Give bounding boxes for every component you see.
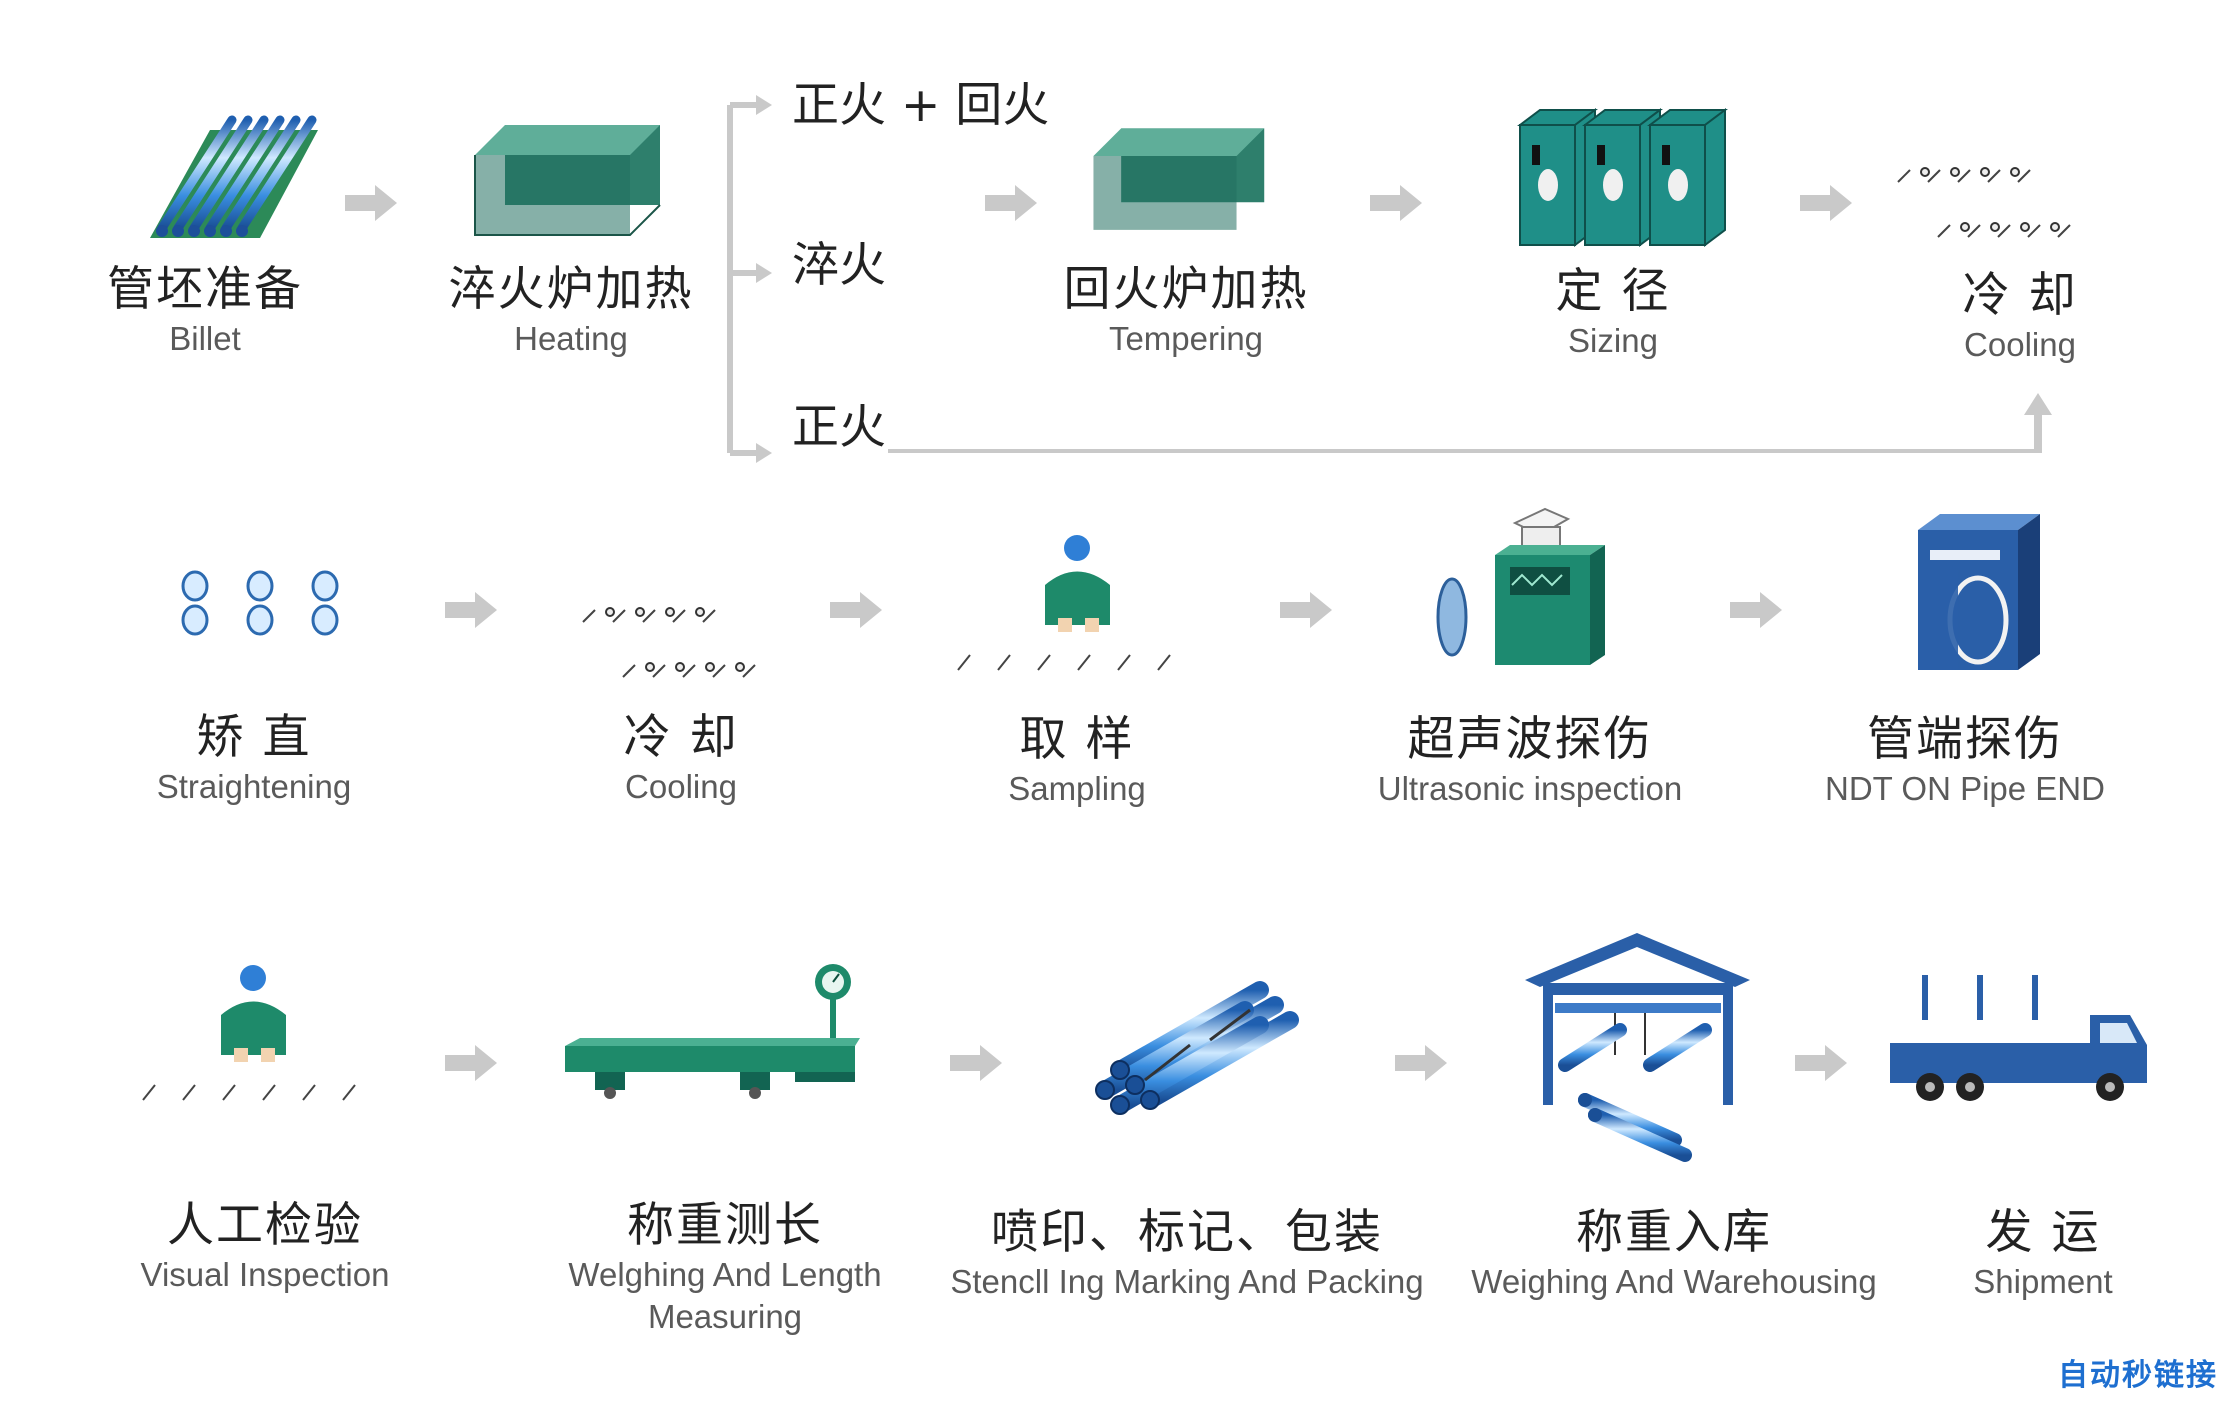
step-label-zh: 管坯准备 <box>107 262 303 317</box>
step-label-zh: 称重入库 <box>1576 1205 1772 1260</box>
step-label-en: Straightening <box>156 768 352 805</box>
step-label-en: Heating <box>514 320 628 357</box>
pipe-bundle-icon <box>1095 981 1299 1115</box>
step-label-en: Stencll Ing Marking And Packing <box>950 1263 1424 1300</box>
flow-arrow <box>1280 592 1332 628</box>
warehouse-crane-icon <box>1525 933 1750 1162</box>
step-pipe-end-ndt: 管端探伤 NDT ON Pipe END <box>1705 712 2225 810</box>
straightener-icon <box>123 570 359 636</box>
step-shipment: 发 运 Shipment <box>1783 1205 2238 1303</box>
flow-arrow <box>345 185 397 221</box>
billet-icon <box>150 115 318 238</box>
temper-furnace-icon <box>1078 128 1310 230</box>
watermark-logo: 自动秒链接 <box>2058 1358 2218 1393</box>
step-label-zh: 定 径 <box>1555 264 1671 319</box>
step-label-zh: 淬火炉加热 <box>448 262 694 317</box>
flow-arrow <box>830 592 882 628</box>
ultrasonic-tester-icon <box>1388 507 1638 665</box>
step-label-zh: 回火炉加热 <box>1063 262 1309 317</box>
step-label-en: Visual Inspection <box>140 1256 390 1293</box>
flow-arrow <box>1795 1045 1847 1081</box>
step-ultrasonic: 超声波探伤 Ultrasonic inspection <box>1270 712 1790 810</box>
branch-quench: 淬火 <box>792 238 886 293</box>
flow-arrow <box>1730 592 1782 628</box>
step-label-en: Tempering <box>1108 320 1264 357</box>
step-weighing-length: 称重测长 Welghing And Length Measuring <box>465 1198 985 1338</box>
step-label-en: Ultrasonic inspection <box>1377 770 1683 807</box>
step-label-en: Shipment <box>1973 1263 2113 1300</box>
flow-arrow <box>1800 185 1852 221</box>
step-cooling-1: 冷 却 Cooling <box>1760 268 2238 366</box>
branch-connector <box>727 95 2052 463</box>
step-heating: 淬火炉加热 Heating <box>311 262 831 360</box>
step-label-zh: 冷 却 <box>623 710 739 765</box>
step-label-en: Sizing <box>1568 322 1658 359</box>
flow-arrow <box>1395 1045 1447 1081</box>
step-label-zh: 发 运 <box>1985 1205 2101 1260</box>
step-stencil-packing: 喷印、标记、包装 Stencll Ing Marking And Packing <box>927 1205 1447 1303</box>
cooling-bed-icon <box>564 582 796 678</box>
sizing-mill-icon <box>1485 108 1765 247</box>
step-label-en-line2: Measuring <box>647 1298 803 1335</box>
step-label-zh: 取 样 <box>1019 712 1135 767</box>
step-label-zh: 超声波探伤 <box>1407 712 1653 767</box>
flow-arrow <box>445 592 497 628</box>
truck-icon <box>1888 975 2147 1101</box>
step-billet: 管坯准备 Billet <box>0 262 465 360</box>
step-label-zh: 人工检验 <box>167 1198 363 1253</box>
step-visual-inspection: 人工检验 Visual Inspection <box>5 1198 525 1296</box>
branch-normalize: 正火 <box>792 400 886 455</box>
quench-furnace-icon <box>458 125 710 236</box>
worker-pipe-icon <box>120 965 390 1101</box>
cooling-bed-icon <box>1879 142 2111 238</box>
pipe-end-ndt-icon <box>1840 514 2092 670</box>
step-label-en: Cooling <box>1964 326 2076 363</box>
step-label-en: Welghing And Length <box>568 1256 882 1293</box>
step-label-zh: 喷印、标记、包装 <box>991 1205 1383 1260</box>
step-cooling-2: 冷 却 Cooling <box>421 710 941 808</box>
step-straightening: 矫 直 Straightening <box>0 710 514 808</box>
step-label-zh: 称重测长 <box>627 1198 823 1253</box>
step-sampling: 取 样 Sampling <box>817 712 1337 810</box>
flow-arrow <box>1370 185 1422 221</box>
branch-normalize-temper: 正火 + 回火 <box>792 78 1050 133</box>
step-label-zh: 管端探伤 <box>1867 712 2063 767</box>
step-label-en: Weighing And Warehousing <box>1471 1263 1877 1300</box>
step-weighing-warehousing: 称重入库 Weighing And Warehousing <box>1414 1205 1934 1303</box>
flow-arrow <box>985 185 1037 221</box>
weigh-scale-icon <box>565 964 860 1099</box>
flow-arrow <box>445 1045 497 1081</box>
step-tempering: 回火炉加热 Tempering <box>926 262 1446 360</box>
flow-arrow <box>950 1045 1002 1081</box>
step-label-en: Sampling <box>1008 770 1146 807</box>
step-label-en: Billet <box>169 320 241 357</box>
step-label-zh: 矫 直 <box>196 710 312 765</box>
step-label-en: NDT ON Pipe END <box>1825 770 2105 807</box>
step-label-zh: 冷 却 <box>1962 268 2078 323</box>
step-sizing: 定 径 Sizing <box>1353 264 1873 362</box>
worker-pipe-icon <box>935 535 1221 671</box>
step-label-en: Cooling <box>625 768 737 805</box>
